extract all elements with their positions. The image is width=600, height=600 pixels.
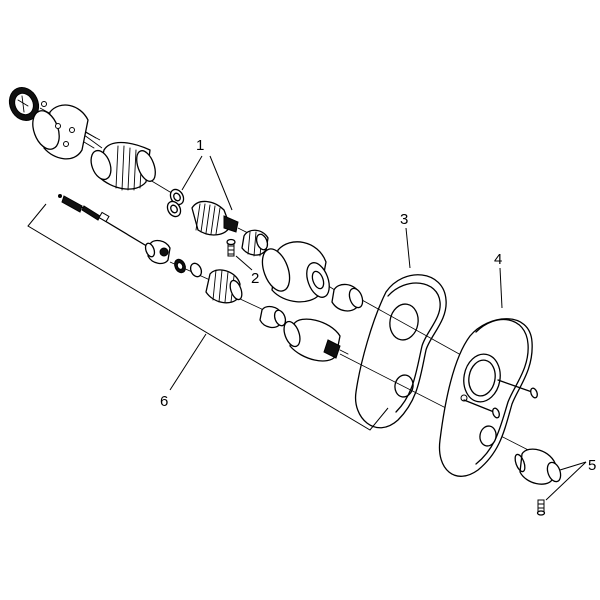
escutcheon-plate-part <box>438 318 533 477</box>
spline-coupling-part <box>241 229 269 257</box>
callout-number-2: 2 <box>251 270 259 287</box>
threaded-fitting-part <box>205 269 243 304</box>
mixing-sleeve-part <box>261 241 330 303</box>
callout-number-4: 4 <box>494 251 502 268</box>
diverter-spindle-part <box>144 239 203 278</box>
sensor-rod-part <box>58 194 151 249</box>
callout-leader-lines <box>27 155 587 501</box>
valve-cap-part <box>8 86 47 122</box>
plate-screws-part <box>463 379 538 419</box>
callout-number-6: 6 <box>160 393 168 410</box>
bushing-part <box>259 305 287 329</box>
callout-number-1: 1 <box>196 137 204 154</box>
thermostat-cartridge-part <box>191 200 239 236</box>
callout-number-3: 3 <box>400 211 408 228</box>
gasket-part <box>354 274 447 429</box>
housing-cylinder-part <box>32 104 97 160</box>
o-ring-pair-part <box>166 188 185 218</box>
grub-screw-part <box>536 499 546 516</box>
callout-number-5: 5 <box>588 457 596 474</box>
diverter-cylinder-part <box>283 318 349 362</box>
knob-part <box>514 448 562 485</box>
seal-ring-part <box>331 283 364 312</box>
threaded-nut-part <box>90 141 156 191</box>
screw-part <box>226 238 236 257</box>
